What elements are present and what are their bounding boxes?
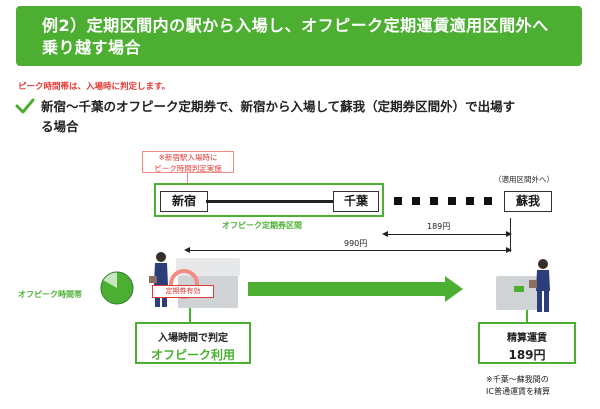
travel-arrow-head — [445, 276, 463, 302]
footnote-line-2: IC普通運賃を精算 — [486, 387, 550, 396]
fare-189-label: 189円 — [427, 222, 451, 231]
footnote-line-1: ※千葉〜蘇我間の — [486, 375, 549, 384]
route-dash — [430, 197, 438, 205]
route-dash — [394, 197, 402, 205]
entry-judgement-note-box: ※新宿駅入場時に ピーク時間判定実施 — [142, 151, 234, 173]
station-shinjuku: 新宿 — [160, 191, 208, 212]
header-line-1: 例2）定期区間内の駅から入場し、オフピーク定期運賃適用区間外へ — [42, 16, 549, 35]
route-dash — [448, 197, 456, 205]
exit-callout-line-1: 精算運賃 — [507, 333, 547, 344]
peak-judgement-note: ピーク時間帯は、入場時に判定します。 — [18, 82, 171, 92]
pass-section-label: オフピーク定期券区間 — [222, 221, 302, 230]
entry-note-line-1: ※新宿駅入場時に — [158, 153, 218, 162]
case-heading-line-2: る場合 — [41, 119, 79, 134]
soga-dimension-tick — [510, 218, 511, 252]
route-line-pass-section — [206, 200, 334, 203]
arrow-right-icon — [506, 231, 512, 237]
station-chiba: 千葉 — [333, 191, 379, 212]
route-dash — [412, 197, 420, 205]
fare-189-dimension-line — [384, 234, 510, 235]
arrow-left-icon — [184, 247, 190, 253]
offpeak-band-label: オフピーク時間帯 — [18, 290, 82, 299]
case-heading: 新宿〜千葉のオフピーク定期券で、新宿から入場して蘇我（定期券区間外）で出場す る… — [41, 97, 581, 137]
outside-section-label: （適用区間外へ） — [494, 175, 554, 184]
checkmark-icon — [15, 98, 35, 114]
route-dash — [484, 197, 492, 205]
exit-fare-callout: 精算運賃 189円 — [478, 322, 576, 364]
route-dash — [466, 197, 474, 205]
exit-callout-connector — [526, 310, 528, 322]
clock-icon — [100, 271, 134, 305]
exit-callout-line-2: 189円 — [508, 348, 546, 362]
fare-990-label: 990円 — [344, 239, 368, 248]
entry-callout-line-2: オフピーク利用 — [150, 348, 235, 362]
station-soga: 蘇我 — [504, 191, 552, 212]
commuter-figure-icon — [529, 259, 550, 312]
entry-callout-connector — [189, 308, 191, 322]
entry-callout-line-1: 入場時間で判定 — [158, 333, 228, 344]
arrow-left-icon — [382, 231, 388, 237]
pass-valid-badge: 定期券有効 — [152, 285, 214, 298]
example-header-banner: 例2）定期区間内の駅から入場し、オフピーク定期運賃適用区間外へ 乗り越す場合 — [16, 6, 582, 66]
entry-judgement-callout: 入場時間で判定 オフピーク利用 — [135, 322, 251, 364]
entry-note-connector — [187, 173, 188, 190]
header-line-2: 乗り越す場合 — [42, 38, 142, 57]
exit-gate-indicator — [514, 286, 524, 292]
travel-arrow-body — [248, 282, 446, 296]
fare-990-dimension-line — [186, 250, 510, 251]
arrow-right-icon — [506, 247, 512, 253]
fare-footnote: ※千葉〜蘇我間の IC普通運賃を精算 — [486, 374, 550, 398]
case-heading-line-1: 新宿〜千葉のオフピーク定期券で、新宿から入場して蘇我（定期券区間外）で出場す — [41, 99, 516, 114]
entry-note-line-2: ピーク時間判定実施 — [154, 164, 222, 173]
